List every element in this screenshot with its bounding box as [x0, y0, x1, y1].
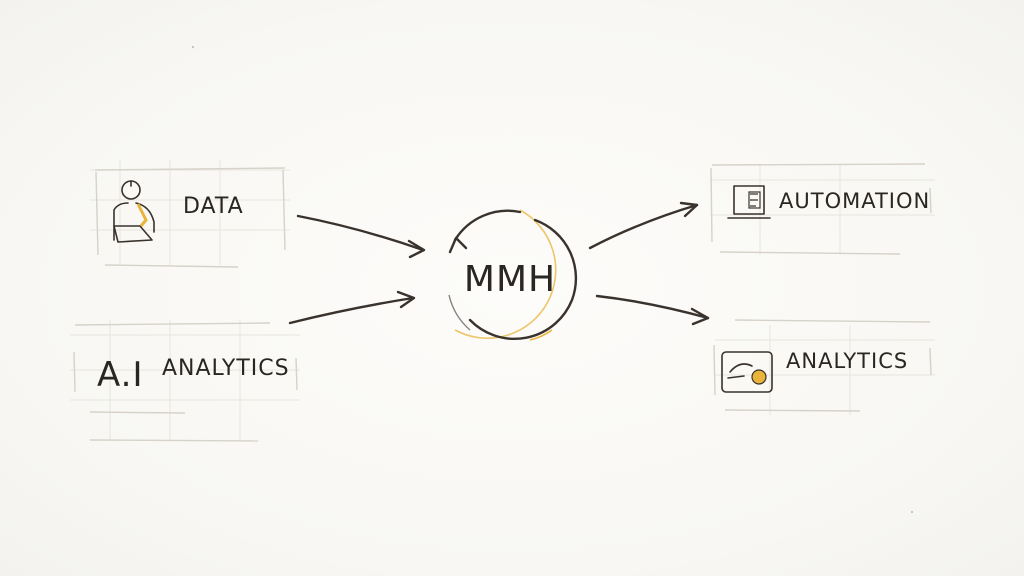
chart-box-icon: [721, 351, 773, 393]
automation-label: AUTOMATION: [779, 189, 930, 213]
output-node-automation: AUTOMATION: [727, 185, 930, 219]
laptop-icon: [727, 185, 771, 219]
node-frames: [73, 163, 932, 442]
background-grid: [70, 160, 935, 440]
ai-prefix-label: A.I: [97, 355, 144, 395]
input-node-ai-analytics: A.I ANALYTICS: [97, 355, 290, 395]
center-label: MMH: [464, 259, 556, 300]
output-arrows: [588, 201, 710, 326]
person-icon: [113, 180, 155, 243]
output-node-analytics: ANALYTICS: [721, 349, 908, 393]
input-arrows: [288, 214, 426, 325]
arrow-center-to-analytics: [595, 294, 710, 320]
ai-analytics-label: ANALYTICS: [162, 356, 290, 381]
center-node: MMH: [448, 209, 578, 341]
arrow-data-to-center: [296, 214, 425, 252]
arrow-center-to-automation: [588, 203, 699, 250]
analytics-label: ANALYTICS: [786, 349, 908, 373]
data-label: DATA: [183, 194, 244, 219]
input-node-data: DATA: [113, 180, 244, 243]
arrow-ai-to-center: [288, 296, 415, 325]
